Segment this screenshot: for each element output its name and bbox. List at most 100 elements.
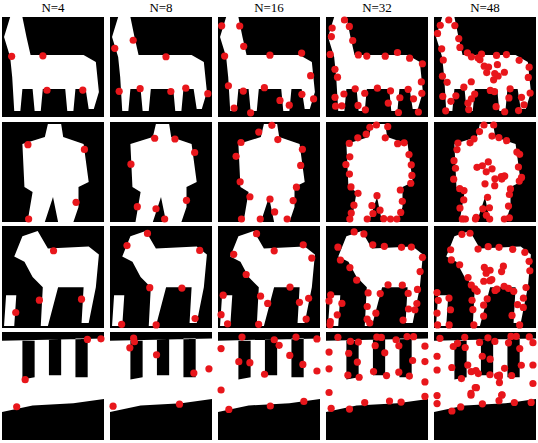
sample-point xyxy=(396,94,403,101)
sample-point xyxy=(456,204,463,211)
sample-point xyxy=(261,84,268,91)
sample-point xyxy=(453,146,460,153)
column-header: N=32 xyxy=(326,0,428,16)
sample-point xyxy=(470,321,477,328)
object-mask xyxy=(127,124,198,223)
sample-point xyxy=(191,149,198,156)
sample-point xyxy=(393,215,400,222)
sample-point xyxy=(238,333,245,340)
sample-point xyxy=(152,205,159,212)
sample-point xyxy=(298,50,305,57)
sample-point xyxy=(305,295,312,302)
sample-point xyxy=(399,198,406,205)
sample-point xyxy=(218,22,225,29)
sample-point xyxy=(373,192,380,199)
sample-point xyxy=(505,339,512,346)
sample-point xyxy=(398,244,405,251)
sample-point xyxy=(355,51,362,58)
sample-point xyxy=(439,73,446,80)
mask-background xyxy=(218,122,320,222)
sample-point xyxy=(240,43,247,50)
sample-point xyxy=(481,264,488,271)
sample-point xyxy=(97,335,104,342)
sample-point xyxy=(408,172,415,179)
sample-point xyxy=(462,344,469,351)
sample-point xyxy=(364,316,371,323)
sample-point xyxy=(266,52,273,59)
sample-point xyxy=(473,164,480,171)
sample-point xyxy=(501,173,508,180)
sample-point xyxy=(448,256,455,263)
sample-point xyxy=(255,128,262,135)
sample-point xyxy=(376,207,383,214)
sample-point xyxy=(450,343,457,350)
sample-point xyxy=(490,121,497,128)
sample-point xyxy=(411,306,418,313)
sample-point xyxy=(325,297,332,304)
sample-point xyxy=(328,33,335,40)
sample-point xyxy=(458,375,465,382)
sample-point xyxy=(329,24,336,31)
sample-point xyxy=(345,350,352,357)
sample-point xyxy=(470,135,477,142)
sample-point xyxy=(419,60,426,67)
sample-point xyxy=(474,245,481,252)
sample-point xyxy=(421,393,428,400)
sample-point xyxy=(509,246,516,253)
sample-point xyxy=(520,295,527,302)
sample-point xyxy=(406,55,413,62)
sample-point xyxy=(310,95,317,102)
sample-point xyxy=(490,76,497,83)
sample-point xyxy=(467,390,474,397)
sample-point xyxy=(495,244,502,251)
sample-point xyxy=(246,359,253,366)
sample-point xyxy=(182,85,189,92)
sample-point xyxy=(529,361,536,368)
sample-point xyxy=(410,333,417,340)
sample-point xyxy=(406,372,413,379)
sample-point xyxy=(501,108,508,115)
sample-point xyxy=(399,316,406,323)
sample-point xyxy=(235,358,242,365)
sample-point xyxy=(354,358,361,365)
mask-background xyxy=(434,332,536,440)
sample-point xyxy=(480,278,487,285)
sample-point xyxy=(268,122,275,129)
mask-background xyxy=(434,122,536,222)
object-mask xyxy=(111,17,211,111)
sample-point xyxy=(468,297,475,304)
object-mask xyxy=(217,333,320,413)
sample-point xyxy=(50,247,57,254)
sample-point xyxy=(433,353,440,360)
mask-background xyxy=(326,332,428,440)
sample-point xyxy=(290,197,297,204)
sample-point xyxy=(204,90,211,97)
sample-point xyxy=(481,180,488,187)
sample-point xyxy=(418,90,425,97)
sample-point xyxy=(447,306,454,313)
sample-point xyxy=(468,53,475,60)
mask-background xyxy=(2,332,104,440)
sample-point xyxy=(334,244,341,251)
sample-point xyxy=(146,284,153,291)
sample-point xyxy=(327,51,334,58)
sample-point xyxy=(417,268,424,275)
sample-point xyxy=(386,397,393,404)
sample-point xyxy=(190,369,197,376)
sample-point xyxy=(355,338,362,345)
sample-point xyxy=(488,132,495,139)
sample-point xyxy=(144,230,151,237)
sample-point xyxy=(397,398,404,405)
sample-point xyxy=(308,255,315,262)
sample-point xyxy=(488,276,495,283)
sample-point xyxy=(464,100,471,107)
sample-point xyxy=(257,293,264,300)
column-header: N=48 xyxy=(434,0,536,16)
sample-point xyxy=(286,352,293,359)
sample-point xyxy=(461,334,468,341)
sample-point xyxy=(498,392,505,399)
sample-point xyxy=(43,87,50,94)
sample-point xyxy=(440,56,447,63)
sample-point xyxy=(405,151,412,158)
sample-point xyxy=(487,356,494,363)
